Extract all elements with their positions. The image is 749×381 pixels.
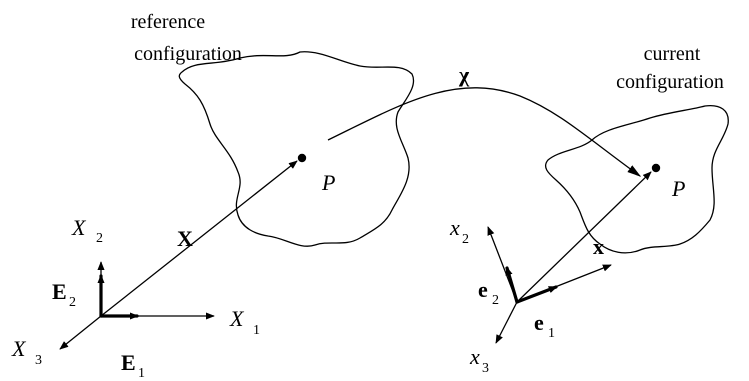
position-vector-x <box>516 171 652 303</box>
basis-e2-current-subscript: 2 <box>492 293 499 308</box>
axis-x2-current-subscript: 2 <box>462 232 469 247</box>
current-body-outline <box>544 104 729 254</box>
axis-x3-current-subscript: 3 <box>482 361 489 376</box>
basis-e2-current-vector <box>505 266 519 304</box>
axis-x1-reference-subscript: 1 <box>253 323 260 338</box>
basis-e1-current-label: e <box>534 310 544 335</box>
axis-x1-reference-label: X <box>229 306 245 331</box>
basis-e2-reference-label: E <box>52 279 67 304</box>
axis-x3-current-label: x <box>469 344 480 369</box>
axis-x2-reference-subscript: 2 <box>96 231 103 246</box>
current-caption-line2: configuration <box>616 71 724 93</box>
reference-caption-line2: configuration <box>134 43 242 65</box>
basis-e1-current-subscript: 1 <box>548 326 555 341</box>
basis-e2-current-label: e <box>478 277 488 302</box>
basis-e1-reference-label: E <box>121 350 136 375</box>
axis-x2-current-label: x <box>449 215 460 240</box>
axis-x3-reference <box>59 315 102 350</box>
point-p-reference-label: P <box>321 170 335 195</box>
reference-caption-line1: reference <box>131 11 205 33</box>
position-x-label: x <box>593 234 604 259</box>
axis-x3-reference-label: X <box>11 336 27 361</box>
current-caption-line1: current <box>644 43 701 65</box>
point-p-current <box>651 163 661 173</box>
position-vector-X <box>100 160 298 317</box>
mapping-label: χ <box>458 62 470 87</box>
basis-e1-current-vector <box>515 285 558 304</box>
reference-body-outline <box>178 51 415 247</box>
axis-x2-reference-label: X <box>71 215 87 240</box>
position-X-label: X <box>177 226 193 251</box>
point-p-reference <box>297 153 307 163</box>
basis-e1-reference-subscript: 1 <box>138 366 145 381</box>
mapping-curve <box>327 87 642 177</box>
axis-x3-reference-subscript: 3 <box>35 353 42 368</box>
point-p-current-label: P <box>671 176 685 201</box>
axis-x3-current <box>495 301 518 344</box>
basis-e2-reference-subscript: 2 <box>69 295 76 310</box>
